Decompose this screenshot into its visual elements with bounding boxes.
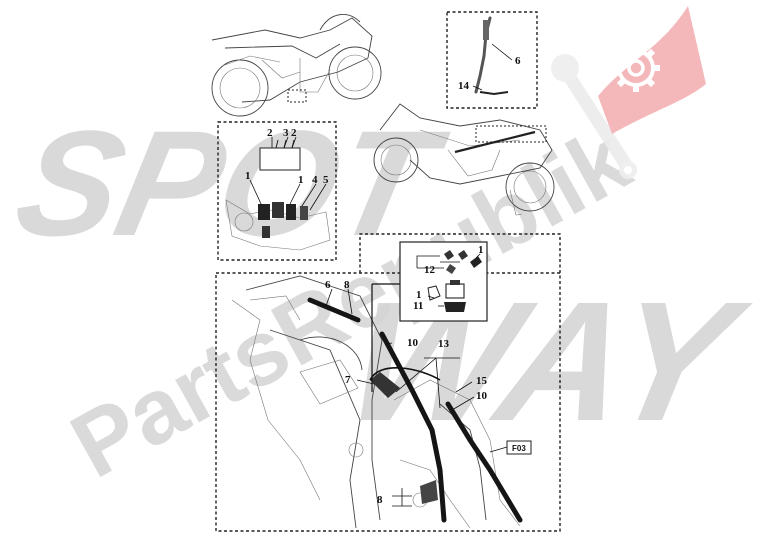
callout-7: 7: [345, 374, 351, 386]
callout-2-right: 2: [291, 127, 297, 139]
callout-2-left: 2: [267, 127, 273, 139]
reference-tag-box: [506, 440, 532, 455]
inset-connector-detail: 1 12 1 11: [399, 241, 488, 322]
callout-10-lower: 10: [476, 390, 488, 402]
wrench-icon: [551, 54, 637, 179]
gear-icon: [612, 44, 660, 92]
callout-10-upper: 10: [407, 337, 419, 349]
callout-6-top: 6: [515, 55, 521, 67]
callout-15: 15: [476, 375, 488, 387]
main-frame-box: [215, 272, 561, 532]
callout-6-main: 6: [325, 279, 331, 291]
brand-flag: [598, 6, 706, 134]
callout-3: 3: [283, 127, 289, 139]
motorcycle-overview-right: [373, 103, 555, 216]
reference-tag: F03: [512, 444, 526, 453]
callout-8-lower: 8: [377, 494, 383, 506]
watermark-logo-top: SPOT: [3, 101, 458, 268]
callout-11: 11: [413, 300, 423, 312]
callout-13: 13: [438, 338, 450, 350]
motorcycle-overview-top: [211, 14, 382, 117]
inset-relay-box: 2 3 2 1 1 4 5: [217, 121, 337, 261]
callout-1-detail-mid: 1: [416, 289, 422, 301]
watermark-layer: SPOT WAY PartsRepublik: [3, 6, 761, 497]
main-frame-view: F03 6 8 9 10 13 7 15 10 8: [215, 233, 561, 532]
callout-5: 5: [323, 174, 329, 186]
callout-1-relay-left: 1: [245, 170, 251, 182]
callout-1-relay-right: 1: [298, 174, 304, 186]
callout-14: 14: [458, 80, 470, 92]
callout-1-detail-top: 1: [478, 244, 484, 256]
callout-12: 12: [424, 264, 436, 276]
callout-8-main: 8: [344, 279, 350, 291]
inset-sensor-lead: 6 14: [446, 11, 538, 109]
callout-4: 4: [312, 174, 318, 186]
